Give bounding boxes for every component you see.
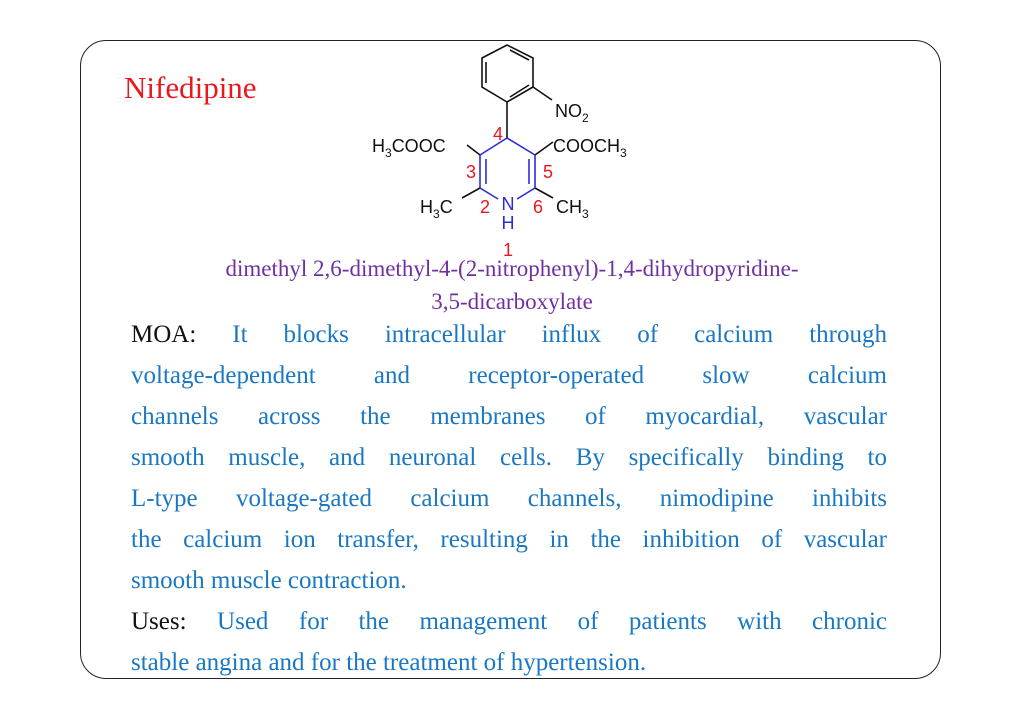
moa-label: MOA: xyxy=(131,321,197,348)
svg-text:N: N xyxy=(502,194,515,214)
svg-text:3: 3 xyxy=(466,162,476,182)
svg-text:H: H xyxy=(502,213,515,233)
dihydropyridine-ring xyxy=(479,137,536,200)
slide-frame xyxy=(80,40,941,679)
moa-line: smooth muscle contraction. xyxy=(131,567,407,594)
left-ester: H3COOC xyxy=(372,136,446,160)
moa-line: MOA: It blocks intracellular influx of c… xyxy=(131,321,888,348)
left-methyl: H3C xyxy=(420,197,453,221)
nitro-group: NO2 xyxy=(555,101,589,125)
right-methyl: CH3 xyxy=(556,197,589,221)
nifedipine-structure: NO2 H3COOC COOCH3 H3C CH3 NH 1 2 3 4 5 6 xyxy=(372,44,627,260)
svg-text:6: 6 xyxy=(533,197,543,217)
svg-text:1: 1 xyxy=(503,240,513,260)
nh-group: NH xyxy=(502,194,515,233)
benzene-ring xyxy=(461,44,554,199)
ring-numbers: 1 2 3 4 5 6 xyxy=(466,124,553,260)
moa-line: voltage-dependent and receptor-operated … xyxy=(131,362,887,389)
moa-line: smooth muscle, and neuronal cells. By sp… xyxy=(131,444,887,471)
slide-title: Nifedipine xyxy=(124,70,257,105)
moa-line: L-type voltage-gated calcium channels, n… xyxy=(131,485,887,512)
svg-text:5: 5 xyxy=(543,162,553,182)
iupac-name-line-1: dimethyl 2,6-dimethyl-4-(2-nitrophenyl)-… xyxy=(225,256,799,281)
svg-text:4: 4 xyxy=(493,124,503,144)
moa-paragraph: MOA: It blocks intracellular influx of c… xyxy=(131,314,887,683)
iupac-name-line-2: 3,5-dicarboxylate xyxy=(431,289,593,314)
uses-label: Uses: xyxy=(131,608,187,635)
svg-text:2: 2 xyxy=(480,197,490,217)
moa-line: the calcium ion transfer, resulting in t… xyxy=(131,526,887,553)
uses-line: Uses: Used for the management of patient… xyxy=(131,608,888,635)
uses-line: stable angina and for the treatment of h… xyxy=(131,649,647,676)
right-ester: COOCH3 xyxy=(553,136,627,160)
moa-line: channels across the membranes of myocard… xyxy=(131,403,887,430)
